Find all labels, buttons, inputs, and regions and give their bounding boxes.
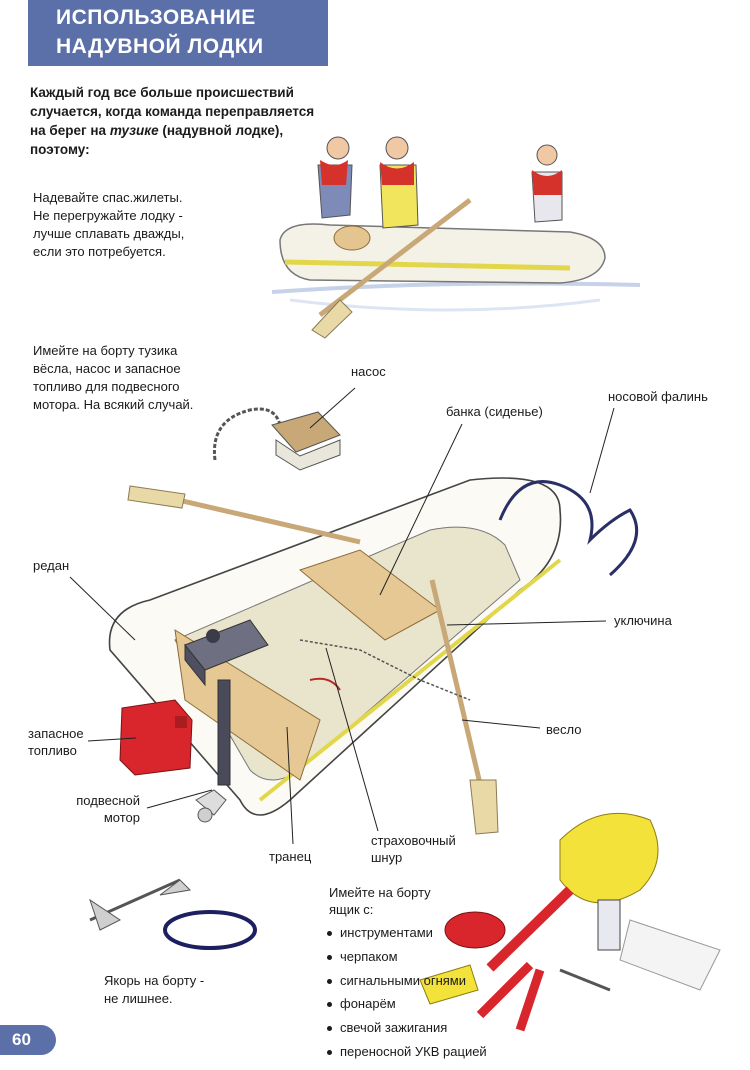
note-equipment-line: вёсла, насос и запасное xyxy=(33,361,181,376)
toolbox-item: свечой зажигания xyxy=(326,1020,526,1044)
toolbox-item: сигнальными огнями xyxy=(326,973,526,997)
intro-line-4: поэтому: xyxy=(30,142,90,157)
toolbox-item: инструментами xyxy=(326,925,526,949)
toolbox-item: черпаком xyxy=(326,949,526,973)
label-bow-line: носовой фалинь xyxy=(608,389,708,404)
note-anchor-line: Якорь на борту - xyxy=(104,973,205,988)
label-thwart: банка (сиденье) xyxy=(446,404,543,419)
label-outboard-line: мотор xyxy=(103,810,140,825)
note-equipment-line: Имейте на борту тузика xyxy=(33,343,178,358)
toolbox-item: переносной УКВ рацией xyxy=(326,1044,526,1068)
note-equipment-line: мотора. На всякий случай. xyxy=(33,397,194,412)
label-safety-cord-line: шнур xyxy=(371,850,403,865)
note-equipment: Имейте на борту тузика вёсла, насос и за… xyxy=(33,342,263,414)
intro-line-3: на берег на тузике (надувной лодке), xyxy=(30,121,350,140)
intro-line-1: Каждый год все больше происшествий xyxy=(30,85,294,100)
note-anchor-line: не лишнее. xyxy=(104,991,173,1006)
page-title-line-1: ИСПОЛЬЗОВАНИЕ xyxy=(56,6,256,29)
note-equipment-line: топливо для подвесного xyxy=(33,379,180,394)
label-safety-cord: страховочный шнур xyxy=(371,832,456,866)
label-spare-fuel: запасное топливо xyxy=(28,725,84,759)
note-vests-line: лучше сплавать дважды, xyxy=(33,226,185,241)
note-vests: Надевайте спас.жилеты. Не перегружайте л… xyxy=(33,189,263,261)
intro-paragraph: Каждый год все больше происшествий случа… xyxy=(30,83,350,159)
note-vests-line: Надевайте спас.жилеты. xyxy=(33,190,183,205)
intro-line-2: случается, когда команда переправляется xyxy=(30,104,315,119)
pump-drawing xyxy=(212,407,341,471)
intro-emphasis: тузике xyxy=(109,123,159,138)
crew-boat-scene xyxy=(271,136,641,339)
label-oarlock: уключина xyxy=(614,613,672,628)
page-number: 60 xyxy=(12,1030,31,1049)
note-vests-line: Не перегружайте лодку - xyxy=(33,208,183,223)
label-outboard-line: подвесной xyxy=(76,793,140,808)
intro-line-3-end: (надувной лодке), xyxy=(158,123,284,138)
toolbox-heading-line: ящик с: xyxy=(329,902,374,917)
toolbox-heading: Имейте на борту ящик с: xyxy=(329,884,431,918)
anchor-drawing xyxy=(89,878,257,950)
note-vests-line: если это потребуется. xyxy=(33,244,166,259)
label-safety-cord-line: страховочный xyxy=(371,833,456,848)
toolbox-item: фонарём xyxy=(326,996,526,1020)
intro-line-3-start: на берег на xyxy=(30,123,110,138)
page-title-line-2: НАДУВНОЙ ЛОДКИ xyxy=(56,35,264,58)
fuel-can-drawing xyxy=(119,699,193,776)
label-spare-fuel-line: топливо xyxy=(28,743,77,758)
toolbox-items-drawing xyxy=(419,812,721,1032)
main-dinghy-drawing xyxy=(108,477,639,835)
label-transom: транец xyxy=(269,849,312,864)
label-pump: насос xyxy=(351,364,386,379)
label-spare-fuel-line: запасное xyxy=(28,726,84,741)
label-oar: весло xyxy=(546,722,582,737)
label-sponson: редан xyxy=(33,558,70,573)
note-anchor: Якорь на борту - не лишнее. xyxy=(104,972,274,1008)
label-outboard-motor: подвесной мотор xyxy=(67,792,140,826)
page-number-badge: 60 xyxy=(0,1025,56,1055)
toolbox-list: инструментами черпаком сигнальными огням… xyxy=(326,925,526,1068)
title-band: ИСПОЛЬЗОВАНИЕ НАДУВНОЙ ЛОДКИ xyxy=(28,0,328,66)
toolbox-heading-line: Имейте на борту xyxy=(329,885,431,900)
